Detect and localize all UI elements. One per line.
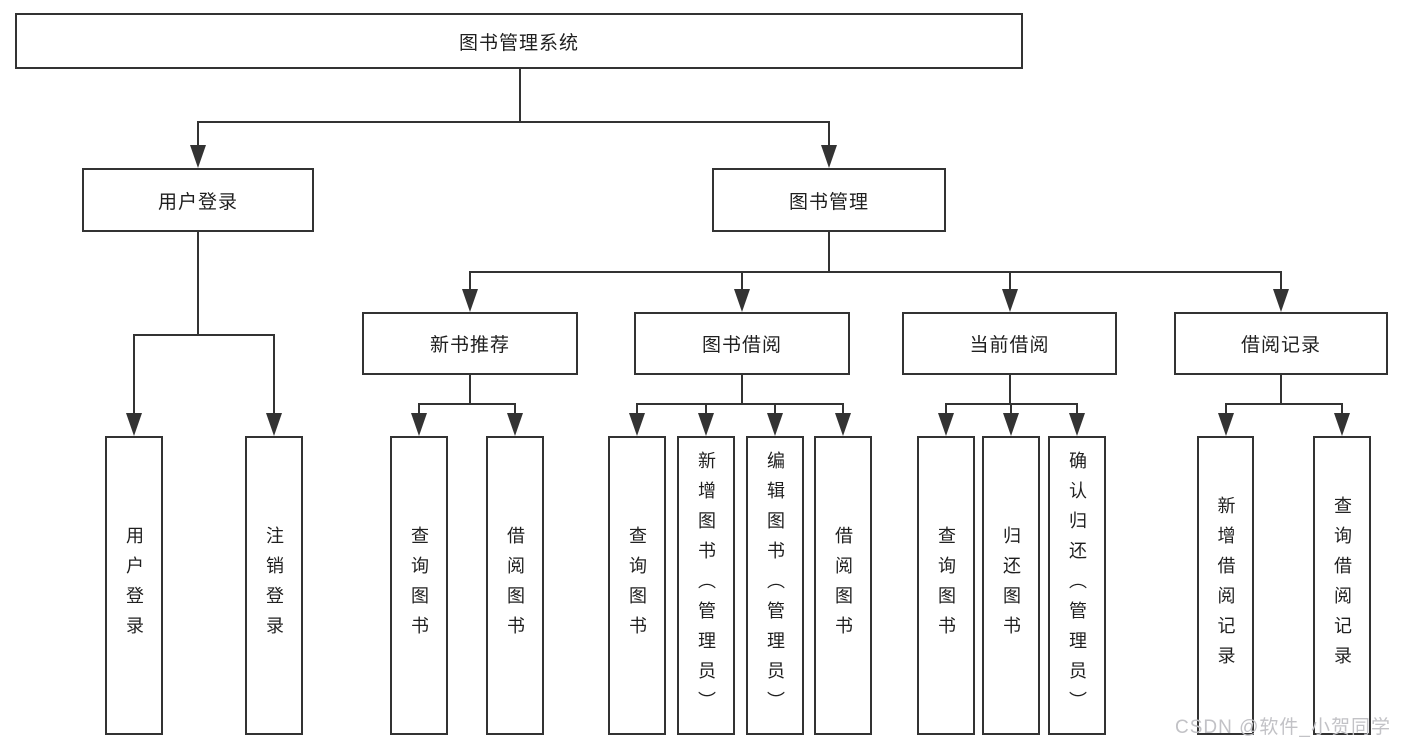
arrowhead xyxy=(1218,413,1234,436)
leaf-borrow-books-1: 借阅图书 xyxy=(486,436,544,735)
arrowhead xyxy=(190,145,206,168)
arrowhead xyxy=(411,413,427,436)
leaf-query-books-2-label: 查询图书 xyxy=(627,525,647,646)
arrowhead xyxy=(266,413,282,436)
node-user-login-label: 用户登录 xyxy=(157,191,238,213)
leaf-edit-books-admin-label: 编辑图书（管理员） xyxy=(765,450,785,721)
leaf-query-borrow-record: 查询借阅记录 xyxy=(1313,436,1371,735)
leaf-return-books-label: 归还图书 xyxy=(1001,525,1021,646)
leaf-confirm-return-admin-label: 确认归还（管理员） xyxy=(1067,450,1087,721)
leaf-query-books-3: 查询图书 xyxy=(917,436,975,735)
leaf-borrow-books-1-label: 借阅图书 xyxy=(505,525,525,646)
node-new-book-recommend: 新书推荐 xyxy=(362,312,578,375)
leaf-edit-books-admin: 编辑图书（管理员） xyxy=(746,436,804,735)
node-borrow-record-label: 借阅记录 xyxy=(1240,335,1321,356)
leaf-return-books: 归还图书 xyxy=(982,436,1040,735)
arrowhead xyxy=(126,413,142,436)
leaf-add-books-admin: 新增图书（管理员） xyxy=(677,436,735,735)
node-root-label: 图书管理系统 xyxy=(458,32,579,54)
arrowhead xyxy=(1334,413,1350,436)
arrowhead xyxy=(767,413,783,436)
leaf-add-books-admin-label: 新增图书（管理员） xyxy=(696,450,716,721)
node-user-login: 用户登录 xyxy=(82,168,314,232)
node-current-borrow: 当前借阅 xyxy=(902,312,1117,375)
leaf-query-borrow-record-label: 查询借阅记录 xyxy=(1332,495,1352,676)
arrowhead xyxy=(629,413,645,436)
arrowhead xyxy=(1003,413,1019,436)
leaf-logout-label: 注销登录 xyxy=(264,525,284,646)
arrowhead xyxy=(507,413,523,436)
arrowhead xyxy=(734,289,750,312)
node-book-borrow: 图书借阅 xyxy=(634,312,850,375)
node-root: 图书管理系统 xyxy=(15,13,1023,69)
arrowhead xyxy=(835,413,851,436)
arrowhead xyxy=(821,145,837,168)
leaf-confirm-return-admin: 确认归还（管理员） xyxy=(1048,436,1106,735)
leaf-user-login-label: 用户登录 xyxy=(124,525,144,646)
node-borrow-record: 借阅记录 xyxy=(1174,312,1388,375)
leaf-borrow-books-2-label: 借阅图书 xyxy=(833,525,853,646)
arrowhead xyxy=(1069,413,1085,436)
node-book-borrow-label: 图书借阅 xyxy=(701,335,782,356)
csdn-watermark: CSDN @软件_小贺同学 xyxy=(1175,717,1391,738)
node-current-borrow-label: 当前借阅 xyxy=(969,335,1050,356)
leaf-query-books-1-label: 查询图书 xyxy=(409,525,429,646)
leaf-query-books-2: 查询图书 xyxy=(608,436,666,735)
arrowhead xyxy=(1273,289,1289,312)
leaf-query-books-3-label: 查询图书 xyxy=(936,525,956,646)
arrowhead xyxy=(462,289,478,312)
node-new-book-recommend-label: 新书推荐 xyxy=(429,335,510,356)
leaf-add-borrow-record-label: 新增借阅记录 xyxy=(1215,495,1236,676)
leaf-add-borrow-record: 新增借阅记录 xyxy=(1197,436,1254,735)
node-book-management: 图书管理 xyxy=(712,168,946,232)
leaf-logout: 注销登录 xyxy=(245,436,303,735)
leaf-borrow-books-2: 借阅图书 xyxy=(814,436,872,735)
arrowhead xyxy=(938,413,954,436)
node-book-management-label: 图书管理 xyxy=(788,191,869,213)
leaf-user-login: 用户登录 xyxy=(105,436,163,735)
arrowhead xyxy=(698,413,714,436)
arrowhead xyxy=(1002,289,1018,312)
leaf-query-books-1: 查询图书 xyxy=(390,436,448,735)
